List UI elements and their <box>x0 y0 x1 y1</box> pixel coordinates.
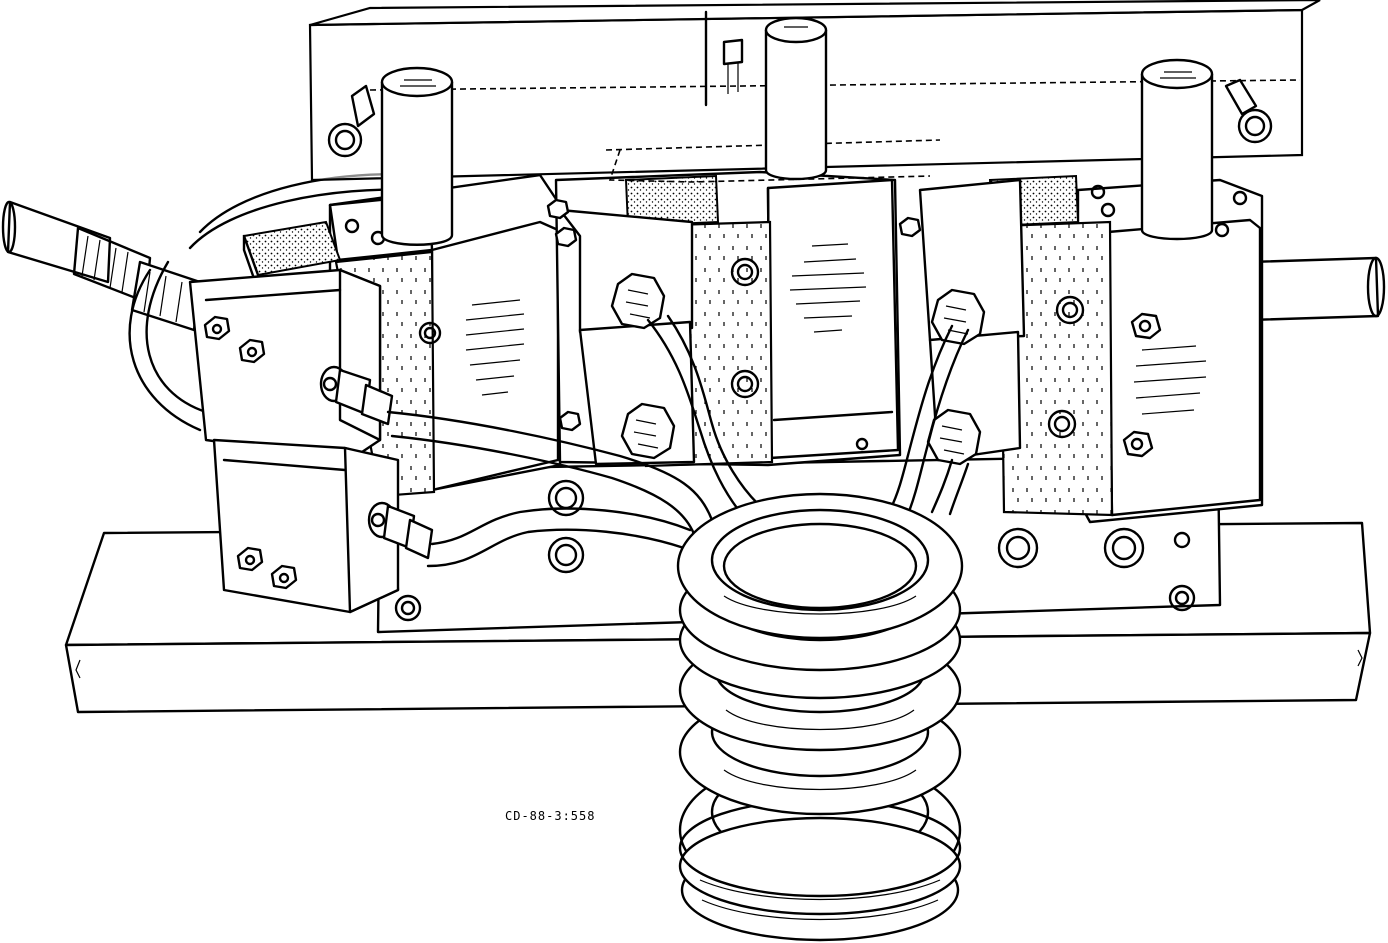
coolant-tubes <box>386 314 970 568</box>
figure-id-label: CD-88-3:558 <box>505 809 596 823</box>
nut-group-upper-left <box>203 315 266 364</box>
fitting-center-lower <box>620 402 676 460</box>
fitting-center-left <box>610 272 666 330</box>
fitting-lower-left <box>367 501 434 560</box>
fitting-upper-left <box>319 365 394 426</box>
yoke-post-left <box>380 66 454 246</box>
left-rear-tube <box>1 200 202 332</box>
yoke-screws <box>327 38 1273 158</box>
fitting-right-upper <box>930 288 986 346</box>
fitting-right-lower <box>926 408 982 466</box>
top-yoke <box>308 0 1321 246</box>
right-rear-tube <box>1248 256 1386 322</box>
yoke-post-center <box>764 16 828 181</box>
induction-coil <box>676 492 964 942</box>
center-magnet-assembly <box>546 170 902 468</box>
nut-group-lower-left <box>236 546 298 590</box>
yoke-post-right <box>1140 58 1214 241</box>
right-magnet-assembly <box>898 174 1264 524</box>
